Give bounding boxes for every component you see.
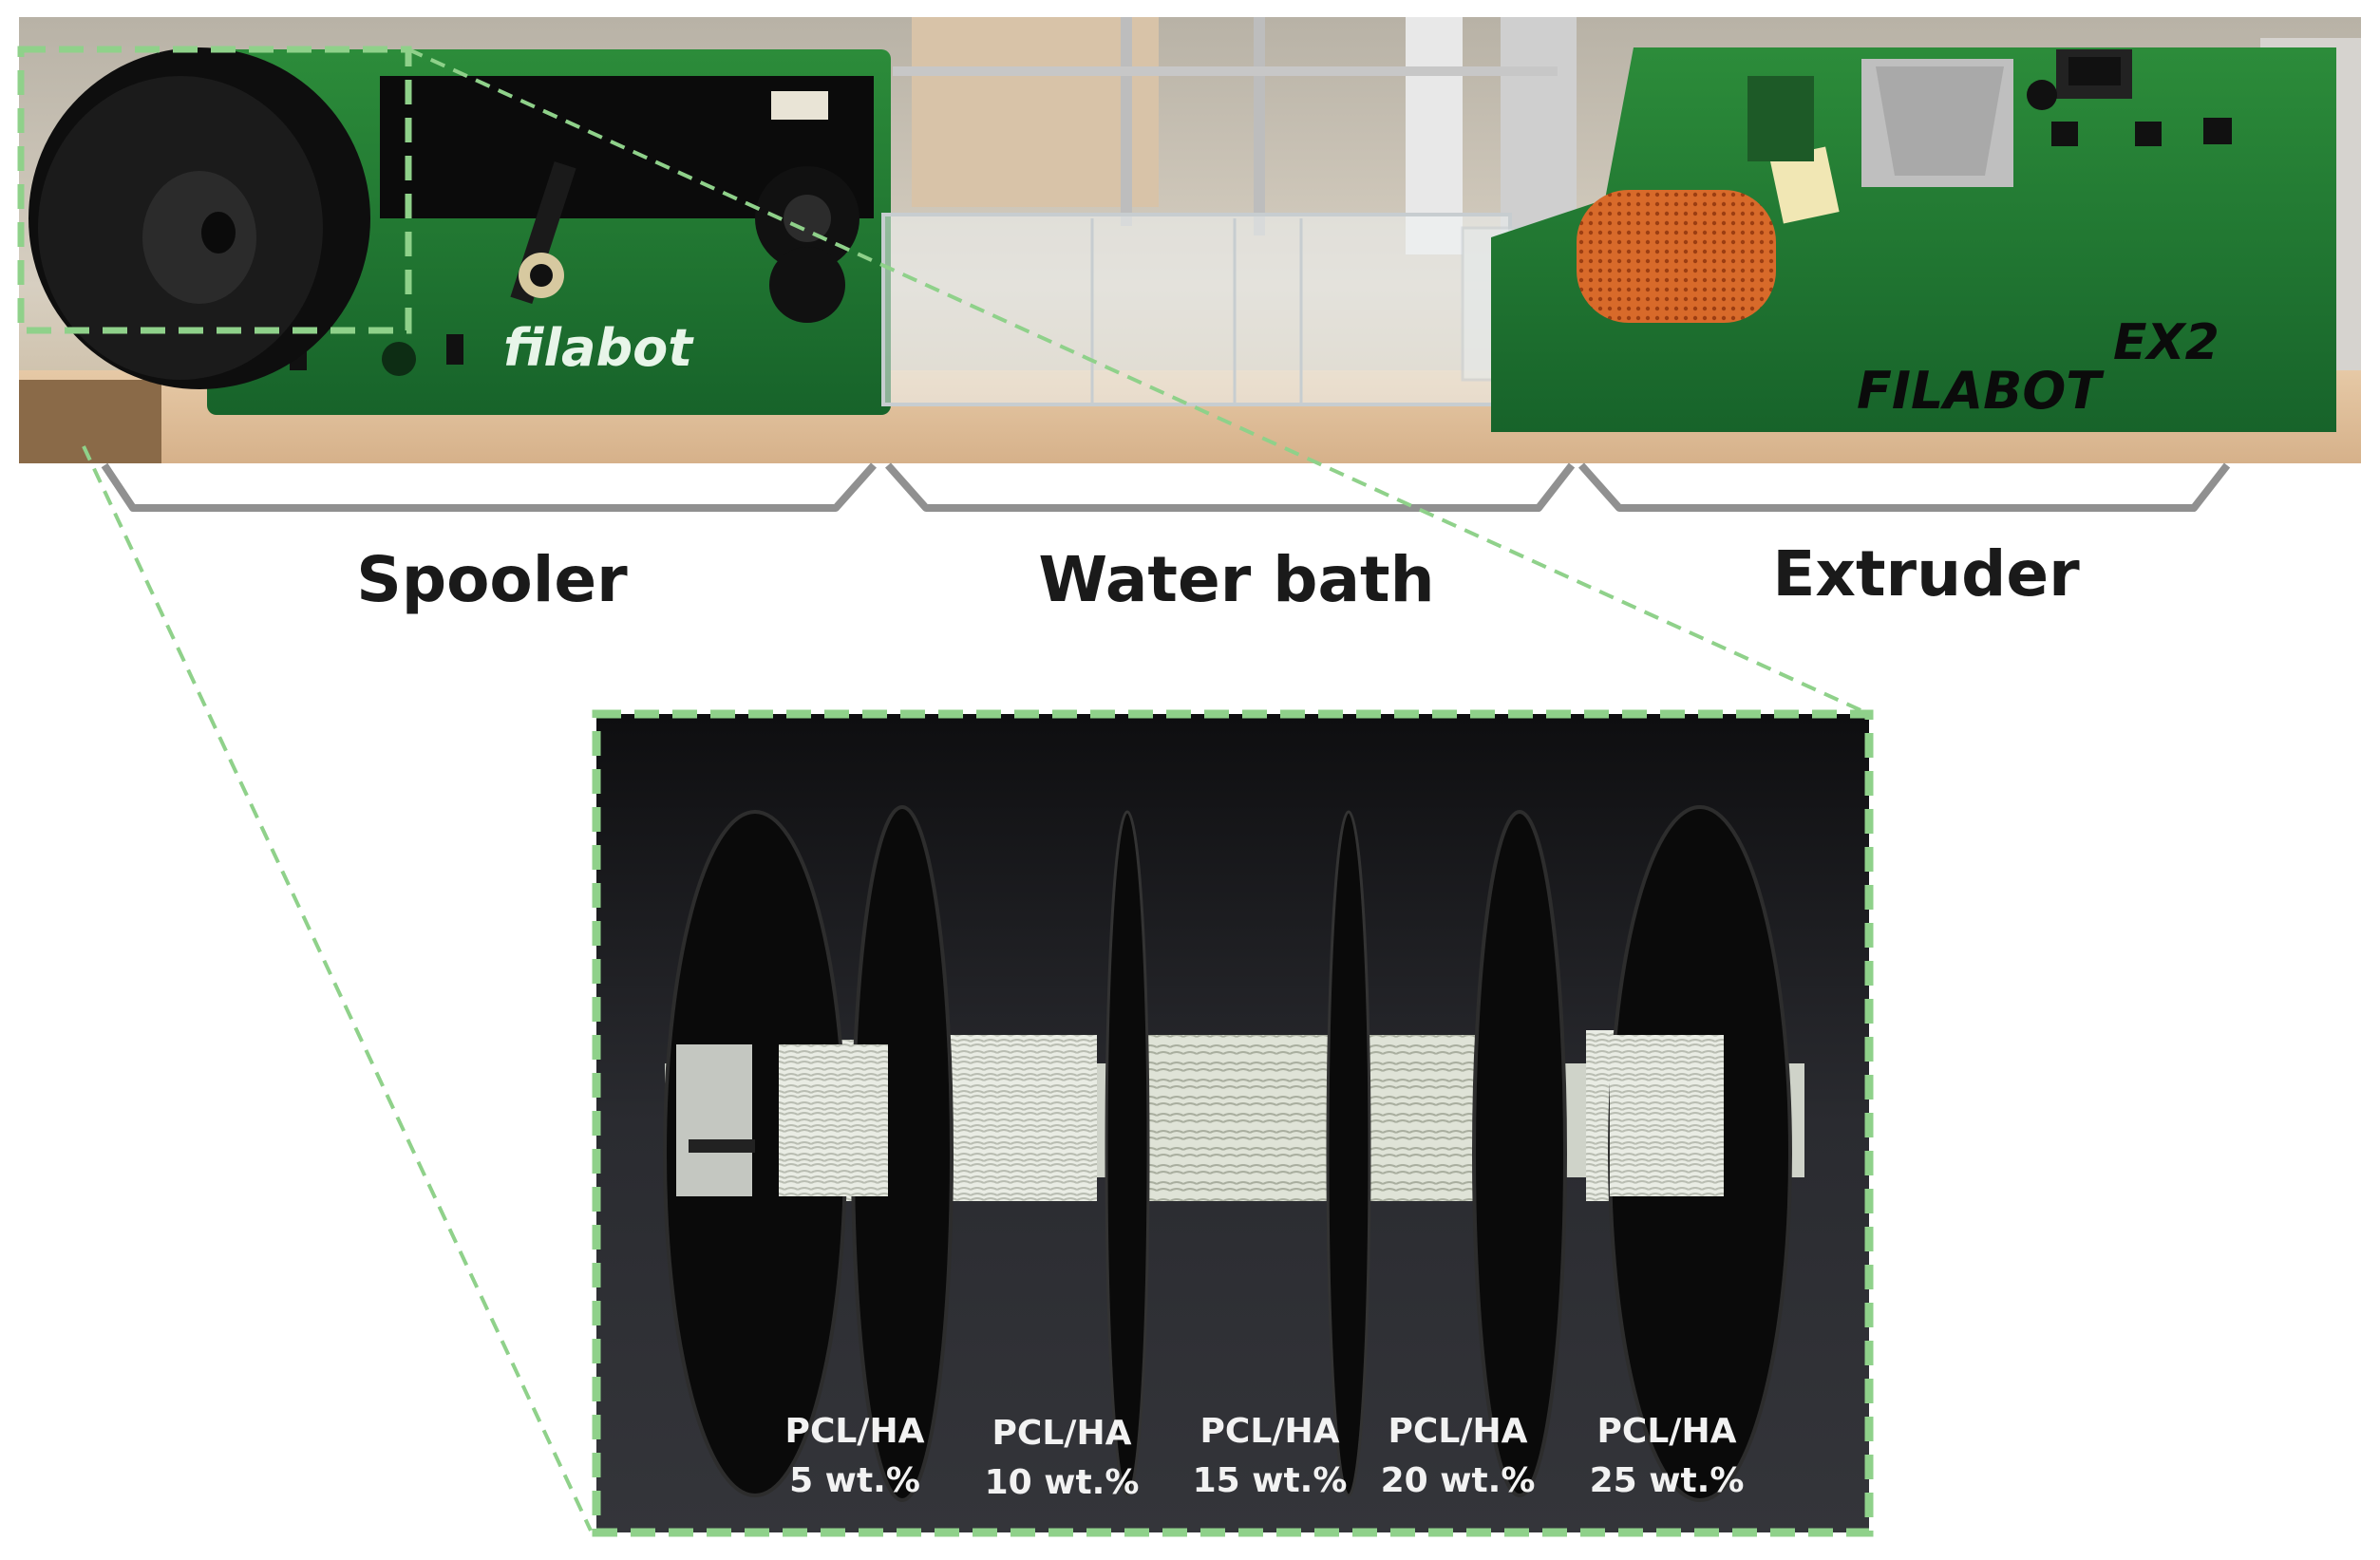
extruder-model-text: EX2 — [2113, 314, 2219, 371]
spool-label-5-line2: 5 wt.% — [789, 1461, 920, 1500]
spooler-brand-text: filabot — [503, 318, 694, 378]
spool-label-15: PCL/HA 15 wt.% — [1193, 1407, 1348, 1506]
spool-label-25-line1: PCL/HA — [1596, 1412, 1737, 1451]
spool-label-10-line1: PCL/HA — [992, 1414, 1132, 1453]
zoom-source-box — [17, 46, 412, 334]
brace-water-bath — [885, 462, 1576, 512]
brace-extruder — [1578, 462, 2231, 512]
spool-label-20-line1: PCL/HA — [1388, 1412, 1528, 1451]
zoom-connector-right — [407, 47, 1870, 716]
spool-label-20-line2: 20 wt.% — [1380, 1461, 1536, 1500]
spool-label-20: PCL/HA 20 wt.% — [1381, 1407, 1536, 1506]
inset-border — [592, 709, 1874, 1537]
spool-label-15-line1: PCL/HA — [1199, 1412, 1340, 1451]
brace-spooler — [101, 462, 877, 512]
zoom-connector-left — [82, 445, 593, 1532]
extruder-brand-text: FILABOT — [1857, 361, 2105, 421]
spool-label-10-line2: 10 wt.% — [984, 1463, 1140, 1502]
label-extruder: Extruder — [1772, 537, 2080, 611]
spool-label-5-line1: PCL/HA — [784, 1412, 925, 1451]
spool-label-25: PCL/HA 25 wt.% — [1590, 1407, 1745, 1506]
label-water-bath: Water bath — [1038, 543, 1435, 616]
spool-label-25-line2: 25 wt.% — [1589, 1461, 1745, 1500]
spool-label-15-line2: 15 wt.% — [1192, 1461, 1348, 1500]
spool-label-10: PCL/HA 10 wt.% — [985, 1409, 1140, 1508]
spool-label-5: PCL/HA 5 wt.% — [785, 1407, 925, 1506]
label-spooler: Spooler — [356, 543, 628, 616]
